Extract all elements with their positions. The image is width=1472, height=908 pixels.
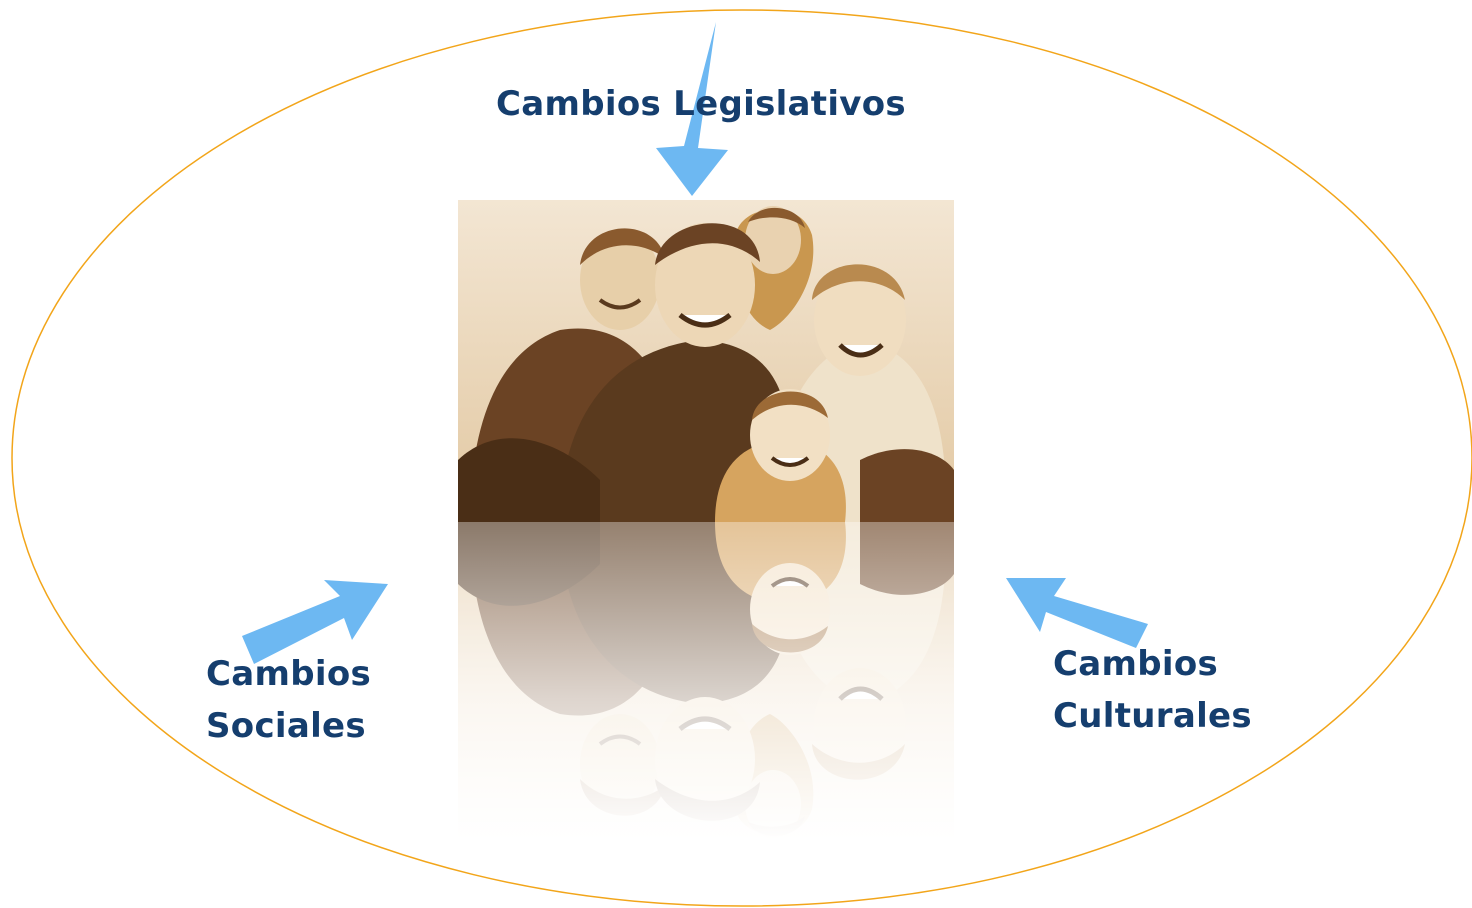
label-cambios-sociales: Cambios Sociales	[206, 648, 371, 752]
label-cambios-legislativos: Cambios Legislativos	[496, 78, 906, 130]
label-cambios-sociales-line1: Cambios	[206, 654, 372, 694]
label-cambios-culturales: Cambios Culturales	[1053, 638, 1252, 742]
label-cambios-sociales-line2: Sociales	[206, 706, 366, 746]
arrow-up-left-icon	[1006, 578, 1148, 648]
label-cambios-culturales-line2: Culturales	[1053, 696, 1252, 736]
label-cambios-legislativos-text: Cambios Legislativos	[496, 84, 906, 124]
family-photo-reflection	[458, 522, 954, 842]
family-photo	[458, 200, 954, 522]
arrow-down-icon	[656, 22, 728, 196]
outer-ellipse	[11, 9, 1472, 907]
label-cambios-culturales-line1: Cambios	[1053, 644, 1219, 684]
arrow-up-right-icon	[242, 580, 388, 664]
